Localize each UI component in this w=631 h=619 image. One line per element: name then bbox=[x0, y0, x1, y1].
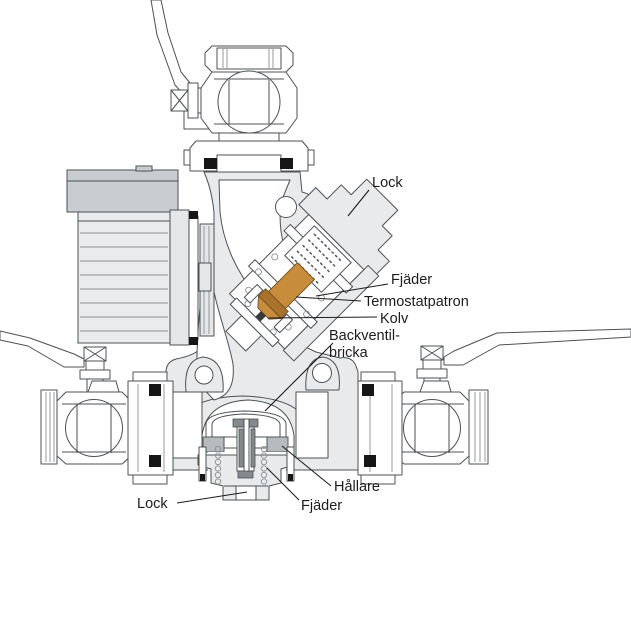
lug-hole-top bbox=[275, 196, 297, 218]
thermostat-cap-lock bbox=[298, 178, 399, 279]
top-union-seal-right bbox=[280, 158, 293, 169]
label-fjader-bottom: Fjäder bbox=[301, 498, 342, 514]
left-valve-handle bbox=[0, 330, 85, 368]
leader-fjader-bottom bbox=[266, 467, 300, 501]
pump-terminal-box bbox=[66, 169, 179, 213]
left-union-nut bbox=[127, 371, 174, 485]
label-lock-bottom: Lock bbox=[137, 496, 168, 512]
right-valve-female-end bbox=[468, 389, 489, 465]
pump-impeller-hub bbox=[198, 262, 212, 292]
pump-gasket-bottom bbox=[189, 337, 198, 345]
check-valve-springs bbox=[214, 445, 268, 485]
right-valve-handle bbox=[443, 328, 631, 366]
bore-right bbox=[295, 391, 329, 459]
right-valve-ball bbox=[403, 399, 461, 457]
holder-right bbox=[266, 436, 289, 453]
left-union-seal-top bbox=[149, 384, 161, 396]
thermostat-housing bbox=[225, 178, 399, 362]
mounting-lugs bbox=[185, 196, 340, 393]
label-lock-top: Lock bbox=[372, 175, 403, 191]
bleed-seal-right bbox=[288, 474, 293, 481]
left-valve-ball bbox=[65, 399, 123, 457]
lug-hole-right bbox=[312, 363, 332, 383]
leader-backventil bbox=[264, 342, 334, 412]
top-ball-valve bbox=[150, 0, 315, 173]
circulation-pump bbox=[66, 165, 215, 346]
disc-inner-line bbox=[211, 413, 281, 437]
leader-fjader-top bbox=[315, 283, 389, 297]
top-valve-neck bbox=[218, 132, 280, 142]
pump-cooling-fins bbox=[80, 232, 168, 332]
right-union-seal-top bbox=[362, 384, 374, 396]
callout-labels: Lock Fjäder Termostatpatron Kolv Backven… bbox=[137, 175, 469, 514]
left-union-seal-bottom bbox=[149, 455, 161, 467]
pump-gasket-top bbox=[189, 211, 198, 219]
leader-termostatpatron bbox=[295, 296, 362, 302]
cartridge-seat-left bbox=[243, 284, 264, 304]
left-valve-boss bbox=[87, 380, 120, 393]
cartridge-seat-right bbox=[273, 313, 293, 334]
leader-lock-bottom bbox=[176, 491, 248, 504]
label-fjader-top: Fjäder bbox=[391, 272, 432, 288]
right-valve-boss bbox=[419, 380, 452, 393]
left-ball-valve bbox=[0, 330, 174, 485]
label-kolv: Kolv bbox=[380, 311, 409, 327]
callout-leaders bbox=[176, 189, 389, 504]
right-union-seal-bottom bbox=[364, 455, 376, 467]
label-backventil-line1: Backventil- bbox=[329, 328, 400, 344]
right-union-nut bbox=[357, 371, 403, 485]
leader-hallare bbox=[281, 445, 332, 487]
right-valve-stem bbox=[416, 345, 448, 393]
leader-kolv bbox=[267, 316, 378, 319]
top-union-seal-left bbox=[204, 158, 217, 169]
pump-motor-body bbox=[77, 211, 171, 344]
check-valve-stem bbox=[232, 418, 259, 479]
lug-hole-left bbox=[194, 365, 214, 385]
pump-flange-plate bbox=[169, 209, 190, 346]
housing-outlet-tube bbox=[225, 315, 262, 352]
leader-lock-top bbox=[347, 189, 370, 217]
check-valve-assembly bbox=[197, 399, 295, 501]
bleed-seal-left bbox=[200, 474, 205, 481]
label-backventil-line2: bricka bbox=[329, 345, 369, 361]
left-valve-female-end bbox=[40, 389, 58, 465]
bore-left bbox=[169, 391, 203, 459]
label-hallare: Hållare bbox=[334, 479, 380, 495]
label-termostatpatron: Termostatpatron bbox=[364, 294, 469, 310]
pump-box-tab bbox=[135, 165, 153, 172]
right-ball-valve bbox=[357, 328, 631, 485]
cap-notch bbox=[235, 485, 257, 501]
pump-head-plate bbox=[188, 215, 199, 341]
